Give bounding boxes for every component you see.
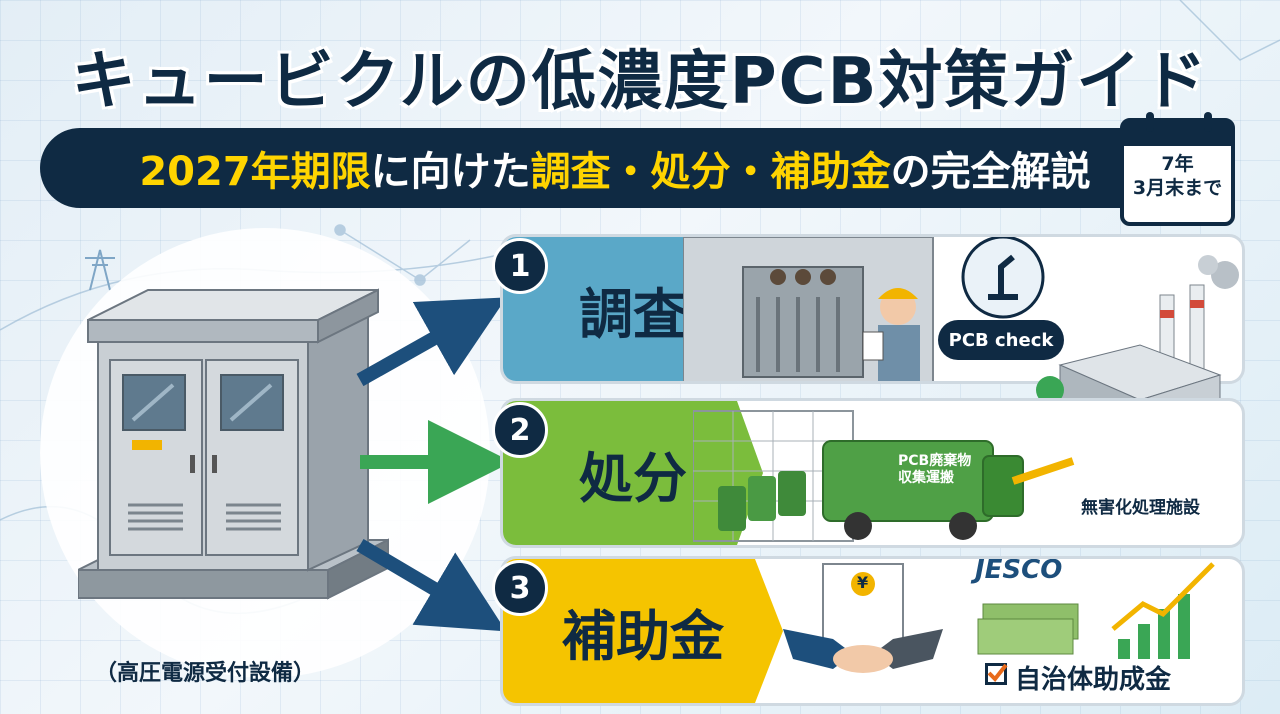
- survey-illustration: [683, 237, 1045, 381]
- step1-survey-panel: 調査: [500, 234, 1245, 384]
- calendar-line2: 3月末まで: [1132, 177, 1223, 199]
- subsidy-illustration: [783, 562, 1215, 673]
- subtitle-topics: 調査・処分・補助金: [530, 149, 891, 195]
- disposal-illustration: [693, 410, 1075, 542]
- step3-subsidy-panel: 補助金 JESCO ¥ 自治体助成金: [500, 556, 1245, 706]
- truck-label: PCB廃棄物 収集運搬: [898, 453, 972, 486]
- calendar-line1: 7年: [1161, 153, 1194, 175]
- step3-number-badge: 3: [492, 560, 548, 616]
- step2-number-badge: 2: [492, 402, 548, 458]
- deadline-calendar-icon: 7年 3月末まで: [1120, 112, 1235, 226]
- arrow-to-step1: [356, 297, 507, 387]
- pcb-check-badge: PCB check: [938, 320, 1064, 360]
- step2-disposal-panel: 処分 PCB廃棄物 収集運搬 無害化処理施設: [500, 398, 1245, 548]
- step1-number-badge: 1: [492, 238, 548, 294]
- jesco-logo: JESCO: [975, 556, 1063, 585]
- checkbox-icon: [985, 663, 1008, 685]
- arrow-to-step3: [356, 538, 507, 632]
- municipal-grant-label: 自治体助成金: [1015, 665, 1172, 695]
- subtitle-banner: 2027年期限 に向けた 調査・処分・補助金 の完全解説: [40, 128, 1190, 208]
- subtitle-end: の完全解説: [890, 149, 1091, 195]
- yen-icon: ¥: [857, 573, 869, 592]
- subtitle-mid: に向けた: [370, 149, 531, 195]
- cubicle-caption: （高圧電源受付設備）: [95, 661, 316, 686]
- cubicle-icon: [78, 288, 389, 600]
- facility-label: 無害化処理施設: [1081, 498, 1200, 518]
- page-title: キュービクルの低濃度PCB対策ガイド: [71, 45, 1209, 119]
- step3-label: 補助金: [503, 559, 783, 703]
- subtitle-year: 2027年期限: [139, 149, 371, 195]
